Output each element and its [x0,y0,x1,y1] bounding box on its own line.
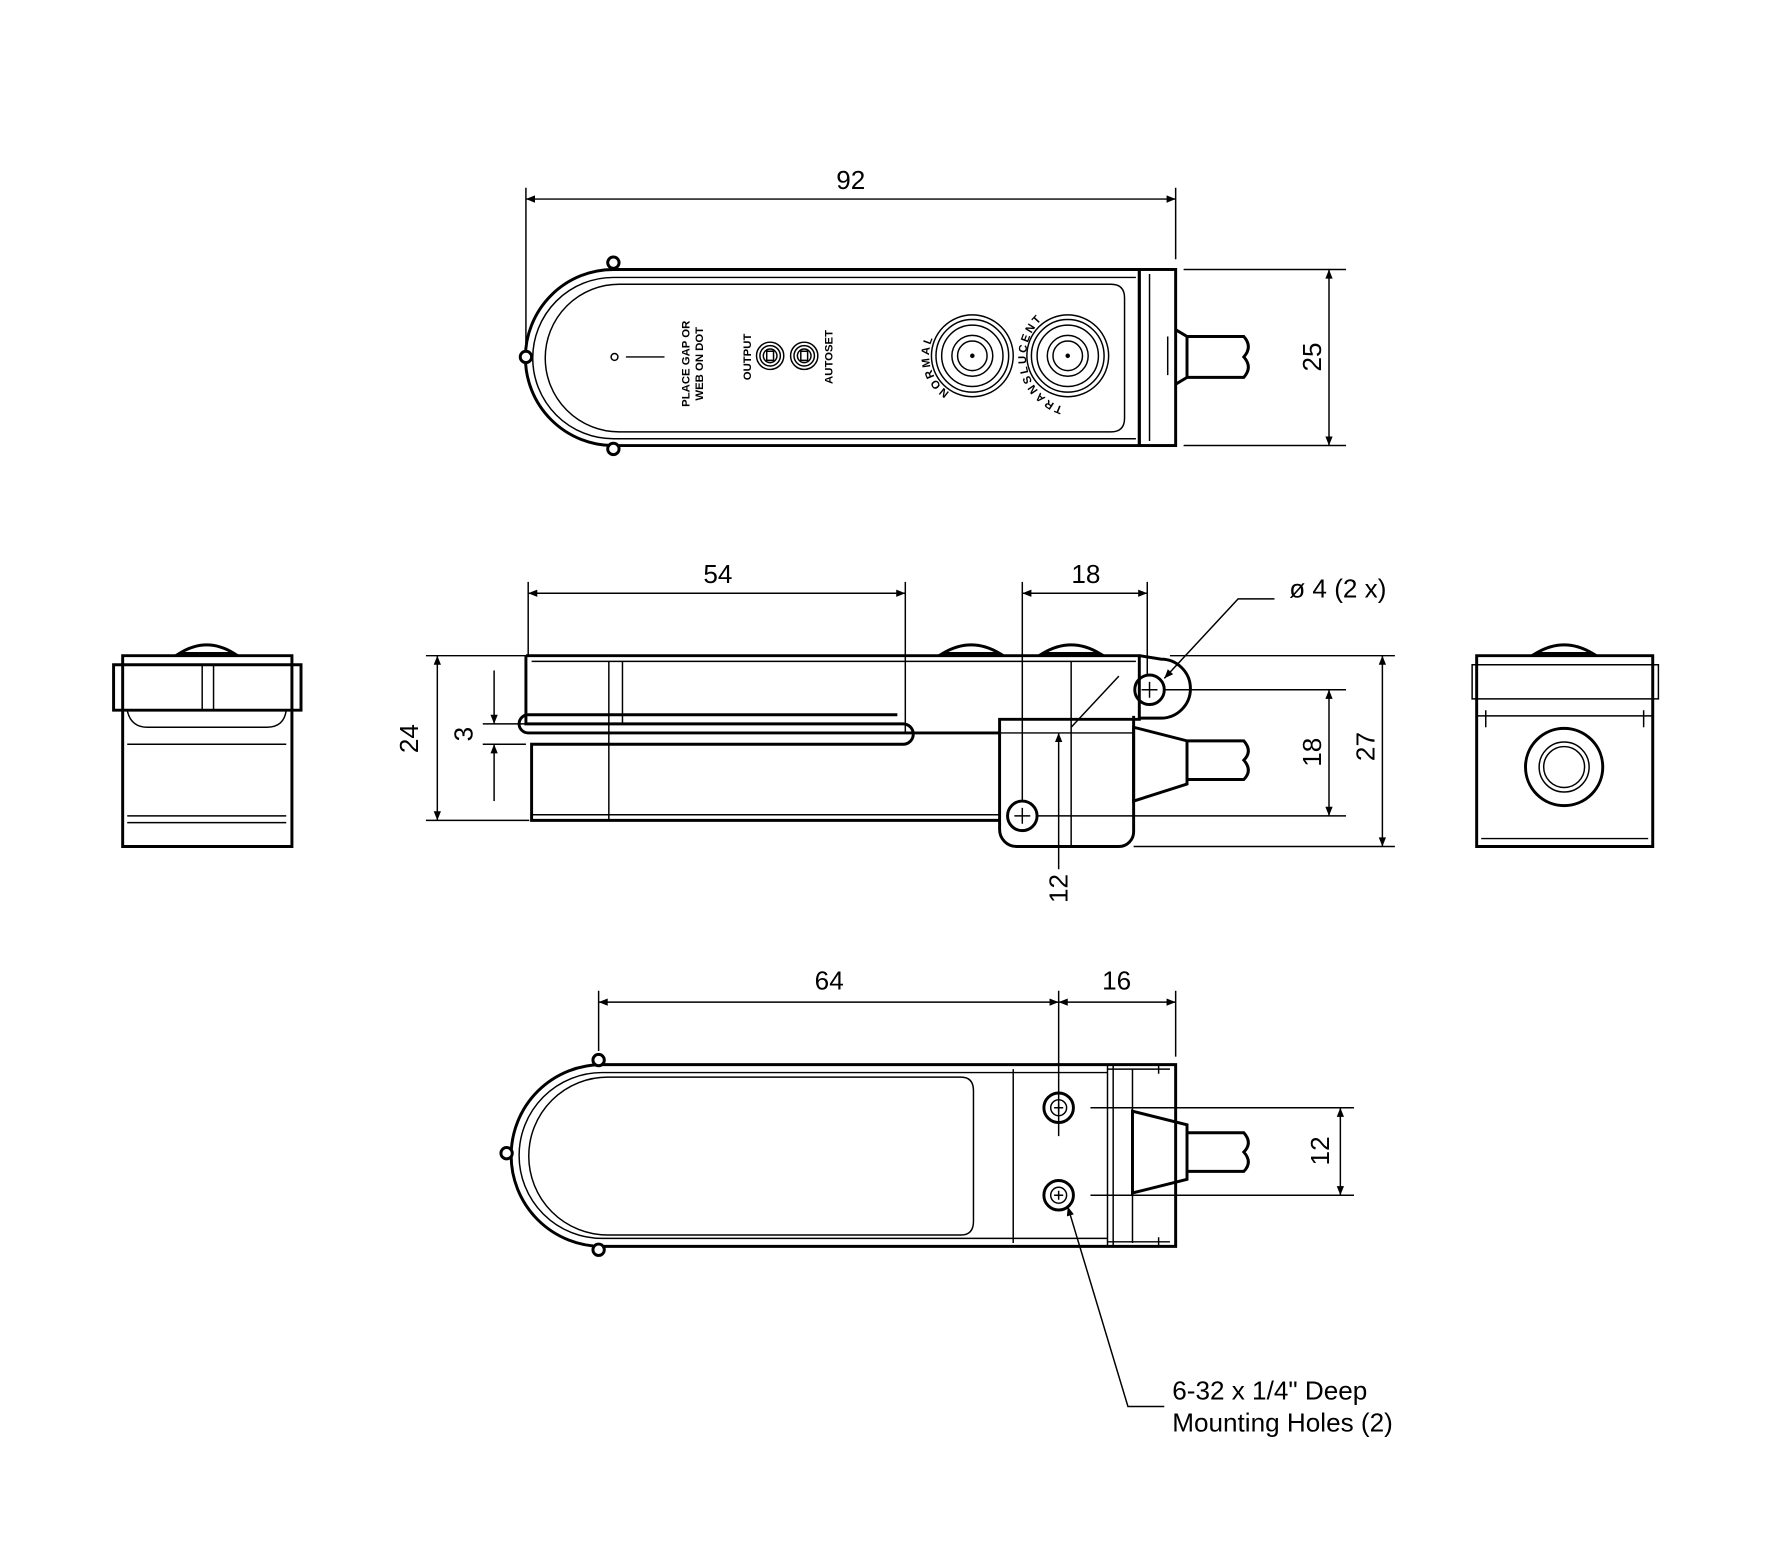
dim-25: 25 [1183,268,1347,447]
svg-text:6-32 x 1/4" Deep: 6-32 x 1/4" Deep [1172,1376,1367,1406]
hole-diameter-note: ø 4 (2 x) [1163,574,1386,679]
svg-text:92: 92 [836,165,865,195]
svg-text:54: 54 [703,559,732,589]
svg-text:64: 64 [815,966,844,996]
dim-3: 3 [449,670,526,802]
gap-dot-indicator [610,352,665,362]
dim-16: 16 [1058,966,1177,1057]
dim-92: 92 [525,165,1177,353]
svg-text:25: 25 [1297,342,1327,371]
left-end-view [112,643,303,848]
side-view: 54 18 ø 4 (2 x) 24 3 18 [394,559,1395,903]
svg-text:18: 18 [1297,738,1327,767]
autoset-button[interactable] [789,341,819,371]
normal-label: NORMAL [920,333,952,399]
dim-27: 27 [1133,654,1395,848]
translucent-knob[interactable] [1026,314,1110,398]
svg-text:27: 27 [1350,732,1380,761]
svg-text:Mounting Holes (2): Mounting Holes (2) [1172,1408,1393,1438]
svg-text:12: 12 [1044,874,1074,903]
dim-18-horizontal: 18 [1021,559,1148,802]
svg-text:24: 24 [394,724,424,753]
autoset-label: AUTOSET [824,330,836,384]
svg-text:3: 3 [449,727,479,742]
dim-12-offset: 12 [1044,732,1074,903]
output-led [755,341,785,371]
dim-18-vertical: 18 [1035,689,1347,817]
dim-64: 64 [597,966,1060,1137]
svg-text:18: 18 [1071,559,1100,589]
place-gap-label: PLACE GAP OR [680,321,692,407]
dim-54: 54 [527,559,907,733]
mounting-hole [1042,1178,1075,1212]
dim-12-holes: 12 [1090,1107,1354,1196]
normal-knob[interactable] [930,314,1014,398]
right-end-view [1471,643,1660,848]
svg-text:12: 12 [1305,1136,1335,1165]
mounting-holes-note: 6-32 x 1/4" Deep Mounting Holes (2) [1066,1206,1393,1438]
svg-text:ø 4 (2 x): ø 4 (2 x) [1289,574,1386,604]
dim-24: 24 [394,654,530,822]
output-label: OUTPUT [742,334,754,381]
top-view: PLACE GAP OR WEB ON DOT OUTPUT AUTOSET N… [518,165,1347,457]
bottom-view: 64 16 12 6-32 x 1/4" Deep Mounting Holes… [499,966,1393,1438]
web-on-dot-label: WEB ON DOT [694,327,706,401]
svg-text:16: 16 [1102,966,1131,996]
